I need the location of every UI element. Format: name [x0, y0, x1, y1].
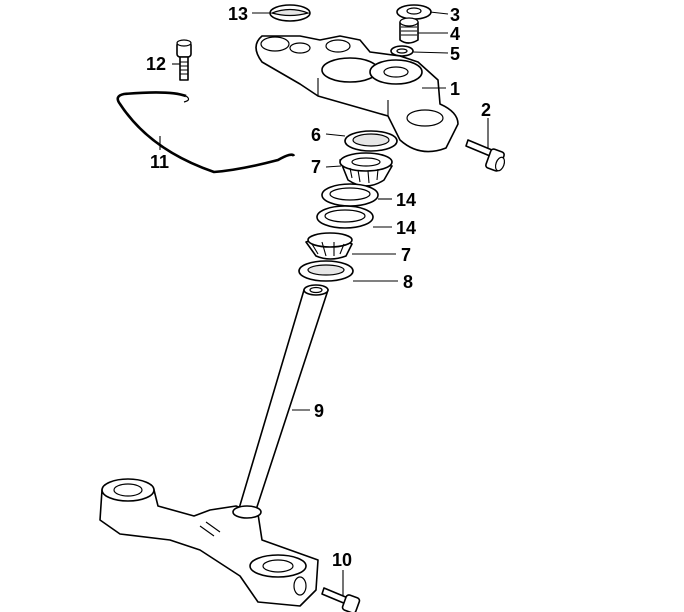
callout-2: 2 [481, 100, 491, 120]
callout-4: 4 [450, 24, 460, 44]
callout-5: 5 [450, 44, 460, 64]
part-11-wire-bracket [116, 91, 296, 174]
callout-7-lower: 7 [401, 245, 411, 265]
part-1-upper-triple-clamp [255, 35, 459, 153]
callout-14-upper: 14 [396, 190, 416, 210]
part-12-bolt [176, 39, 192, 81]
part-2-bolt [465, 139, 506, 172]
part-14-upper-race [321, 183, 379, 207]
callout-3: 3 [450, 5, 460, 25]
part-8-seal [298, 260, 354, 282]
part-7-upper-bearing [339, 152, 393, 187]
callout-1: 1 [450, 79, 460, 99]
callout-7-upper: 7 [311, 157, 321, 177]
callout-12: 12 [146, 54, 166, 74]
callout-10: 10 [332, 550, 352, 570]
callout-6: 6 [311, 125, 321, 145]
lower-triple-clamp [99, 478, 319, 607]
callout-14-lower: 14 [396, 218, 416, 238]
part-10-bolt [321, 587, 361, 612]
callout-13: 13 [228, 4, 248, 24]
leader-lines [159, 11, 489, 596]
part-14-lower-race [316, 205, 374, 229]
part-3-nut [396, 4, 432, 20]
part-4-threaded-sleeve [399, 17, 419, 44]
callout-8: 8 [403, 272, 413, 292]
part-13-cap [269, 4, 311, 22]
part-7-lower-bearing [305, 232, 353, 260]
callout-9: 9 [314, 401, 324, 421]
part-6-seal [344, 130, 398, 152]
callout-11: 11 [150, 152, 169, 172]
